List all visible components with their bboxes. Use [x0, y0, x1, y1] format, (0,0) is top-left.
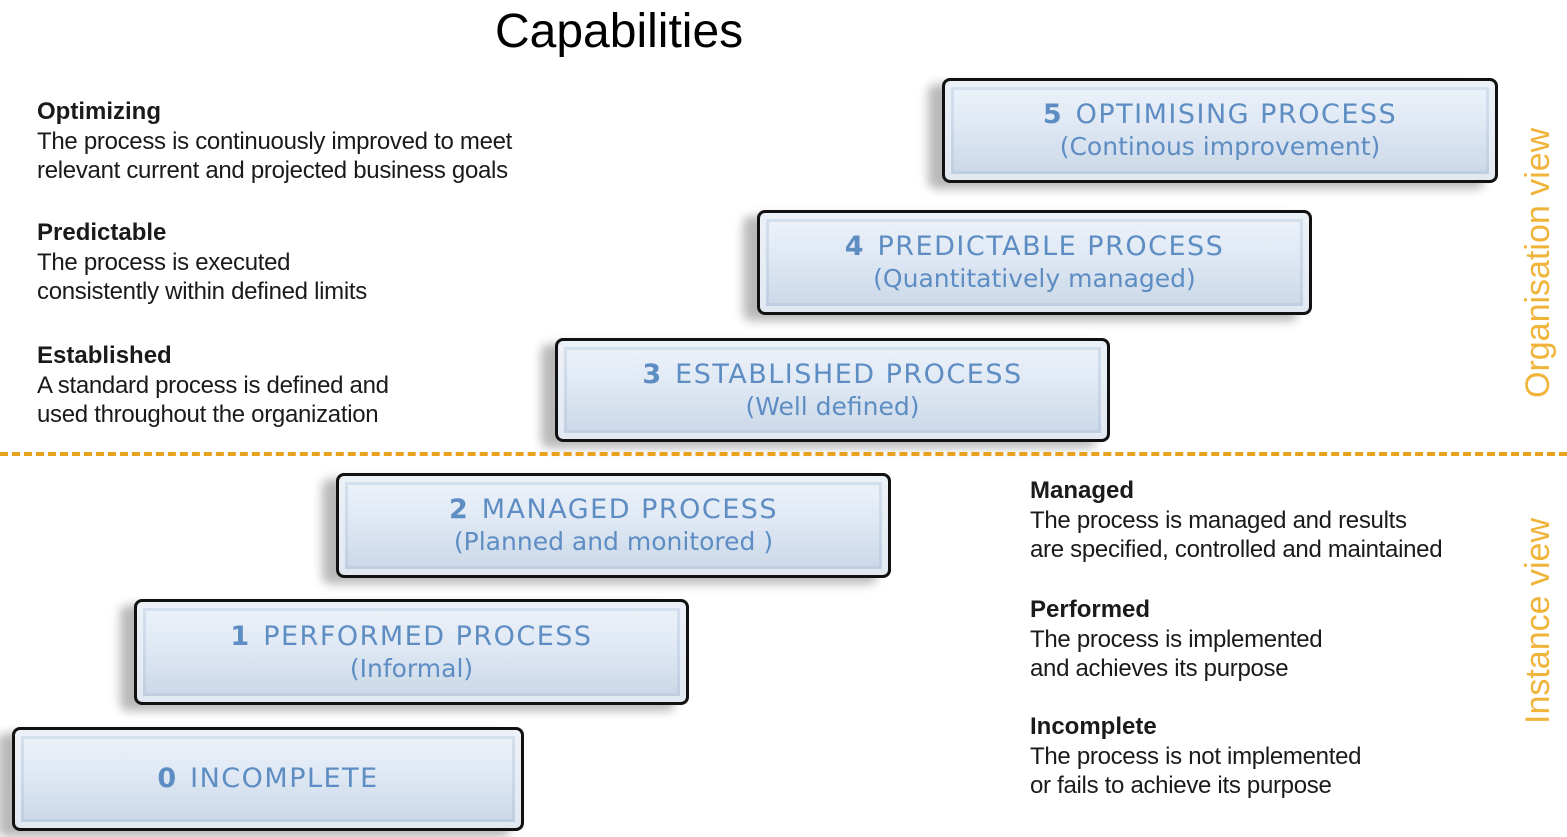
level-0-box: 0 INCOMPLETE: [12, 727, 524, 831]
level-title: 5 OPTIMISING PROCESS: [1043, 99, 1397, 131]
level-subtitle: (Planned and monitored ): [453, 527, 774, 556]
level-number: 3: [642, 358, 662, 390]
description-heading: Optimizing: [37, 98, 161, 125]
level-title: 3 ESTABLISHED PROCESS: [642, 359, 1022, 391]
organisation-view-label: Organisation view: [1519, 127, 1557, 398]
level-number: 4: [844, 231, 864, 262]
description-line: The process is implemented: [1030, 626, 1323, 653]
level-number: 0: [157, 763, 177, 794]
level-title: 1 PERFORMED PROCESS: [230, 621, 592, 653]
description-line: The process is executed: [37, 249, 291, 276]
level-1-box: 1 PERFORMED PROCESS (Informal): [134, 599, 689, 705]
level-title: 2 MANAGED PROCESS: [449, 494, 778, 526]
level-title: 0 INCOMPLETE: [157, 763, 378, 795]
description-line: are specified, controlled and maintained: [1030, 536, 1443, 563]
level-5-box: 5 OPTIMISING PROCESS (Continous improveme…: [942, 78, 1498, 183]
level-number: 5: [1042, 99, 1062, 130]
description-line: The process is managed and results: [1030, 507, 1407, 534]
description-heading: Established: [37, 342, 172, 369]
description-heading: Performed: [1030, 596, 1151, 623]
description-performed: Performed The process is implemented and…: [1030, 595, 1323, 683]
description-heading: Managed: [1030, 477, 1135, 504]
level-number: 1: [230, 620, 250, 652]
level-name: PERFORMED PROCESS: [263, 620, 593, 652]
description-line: or fails to achieve its purpose: [1030, 772, 1332, 799]
description-line: The process is continuously improved to …: [37, 128, 513, 155]
level-title: 4 PREDICTABLE PROCESS: [845, 231, 1225, 263]
description-line: A standard process is defined and: [37, 372, 389, 399]
level-subtitle: (Informal): [349, 653, 474, 683]
level-name: PREDICTABLE PROCESS: [877, 231, 1225, 262]
description-incomplete: Incomplete The process is not implemente…: [1030, 712, 1361, 800]
level-3-box: 3 ESTABLISHED PROCESS (Well defined): [555, 338, 1110, 442]
level-subtitle: (Well defined): [745, 391, 920, 421]
description-predictable: Predictable The process is executed cons…: [37, 218, 367, 306]
description-line: used throughout the organization: [37, 401, 379, 428]
page-title: Capabilities: [495, 5, 744, 58]
description-established: Established A standard process is define…: [37, 341, 389, 429]
level-subtitle: (Continous improvement): [1059, 132, 1381, 161]
level-2-box: 2 MANAGED PROCESS (Planned and monitored …: [336, 473, 891, 578]
description-optimizing: Optimizing The process is continuously i…: [37, 97, 512, 185]
level-name: MANAGED PROCESS: [481, 494, 779, 525]
level-name: OPTIMISING PROCESS: [1075, 99, 1398, 130]
description-line: The process is not implemented: [1030, 743, 1362, 770]
description-heading: Incomplete: [1030, 713, 1157, 740]
level-4-box: 4 PREDICTABLE PROCESS (Quantitatively man…: [757, 210, 1312, 315]
description-managed: Managed The process is managed and resul…: [1030, 476, 1443, 564]
level-number: 2: [448, 494, 468, 525]
description-line: and achieves its purpose: [1030, 655, 1289, 682]
view-divider: [0, 452, 1567, 456]
level-name: INCOMPLETE: [190, 763, 379, 794]
description-line: consistently within defined limits: [37, 278, 367, 305]
instance-view-label: Instance view: [1519, 518, 1557, 724]
level-name: ESTABLISHED PROCESS: [675, 358, 1023, 390]
description-heading: Predictable: [37, 219, 167, 246]
level-subtitle: (Quantitatively managed): [873, 264, 1196, 293]
description-line: relevant current and projected business …: [37, 157, 508, 184]
